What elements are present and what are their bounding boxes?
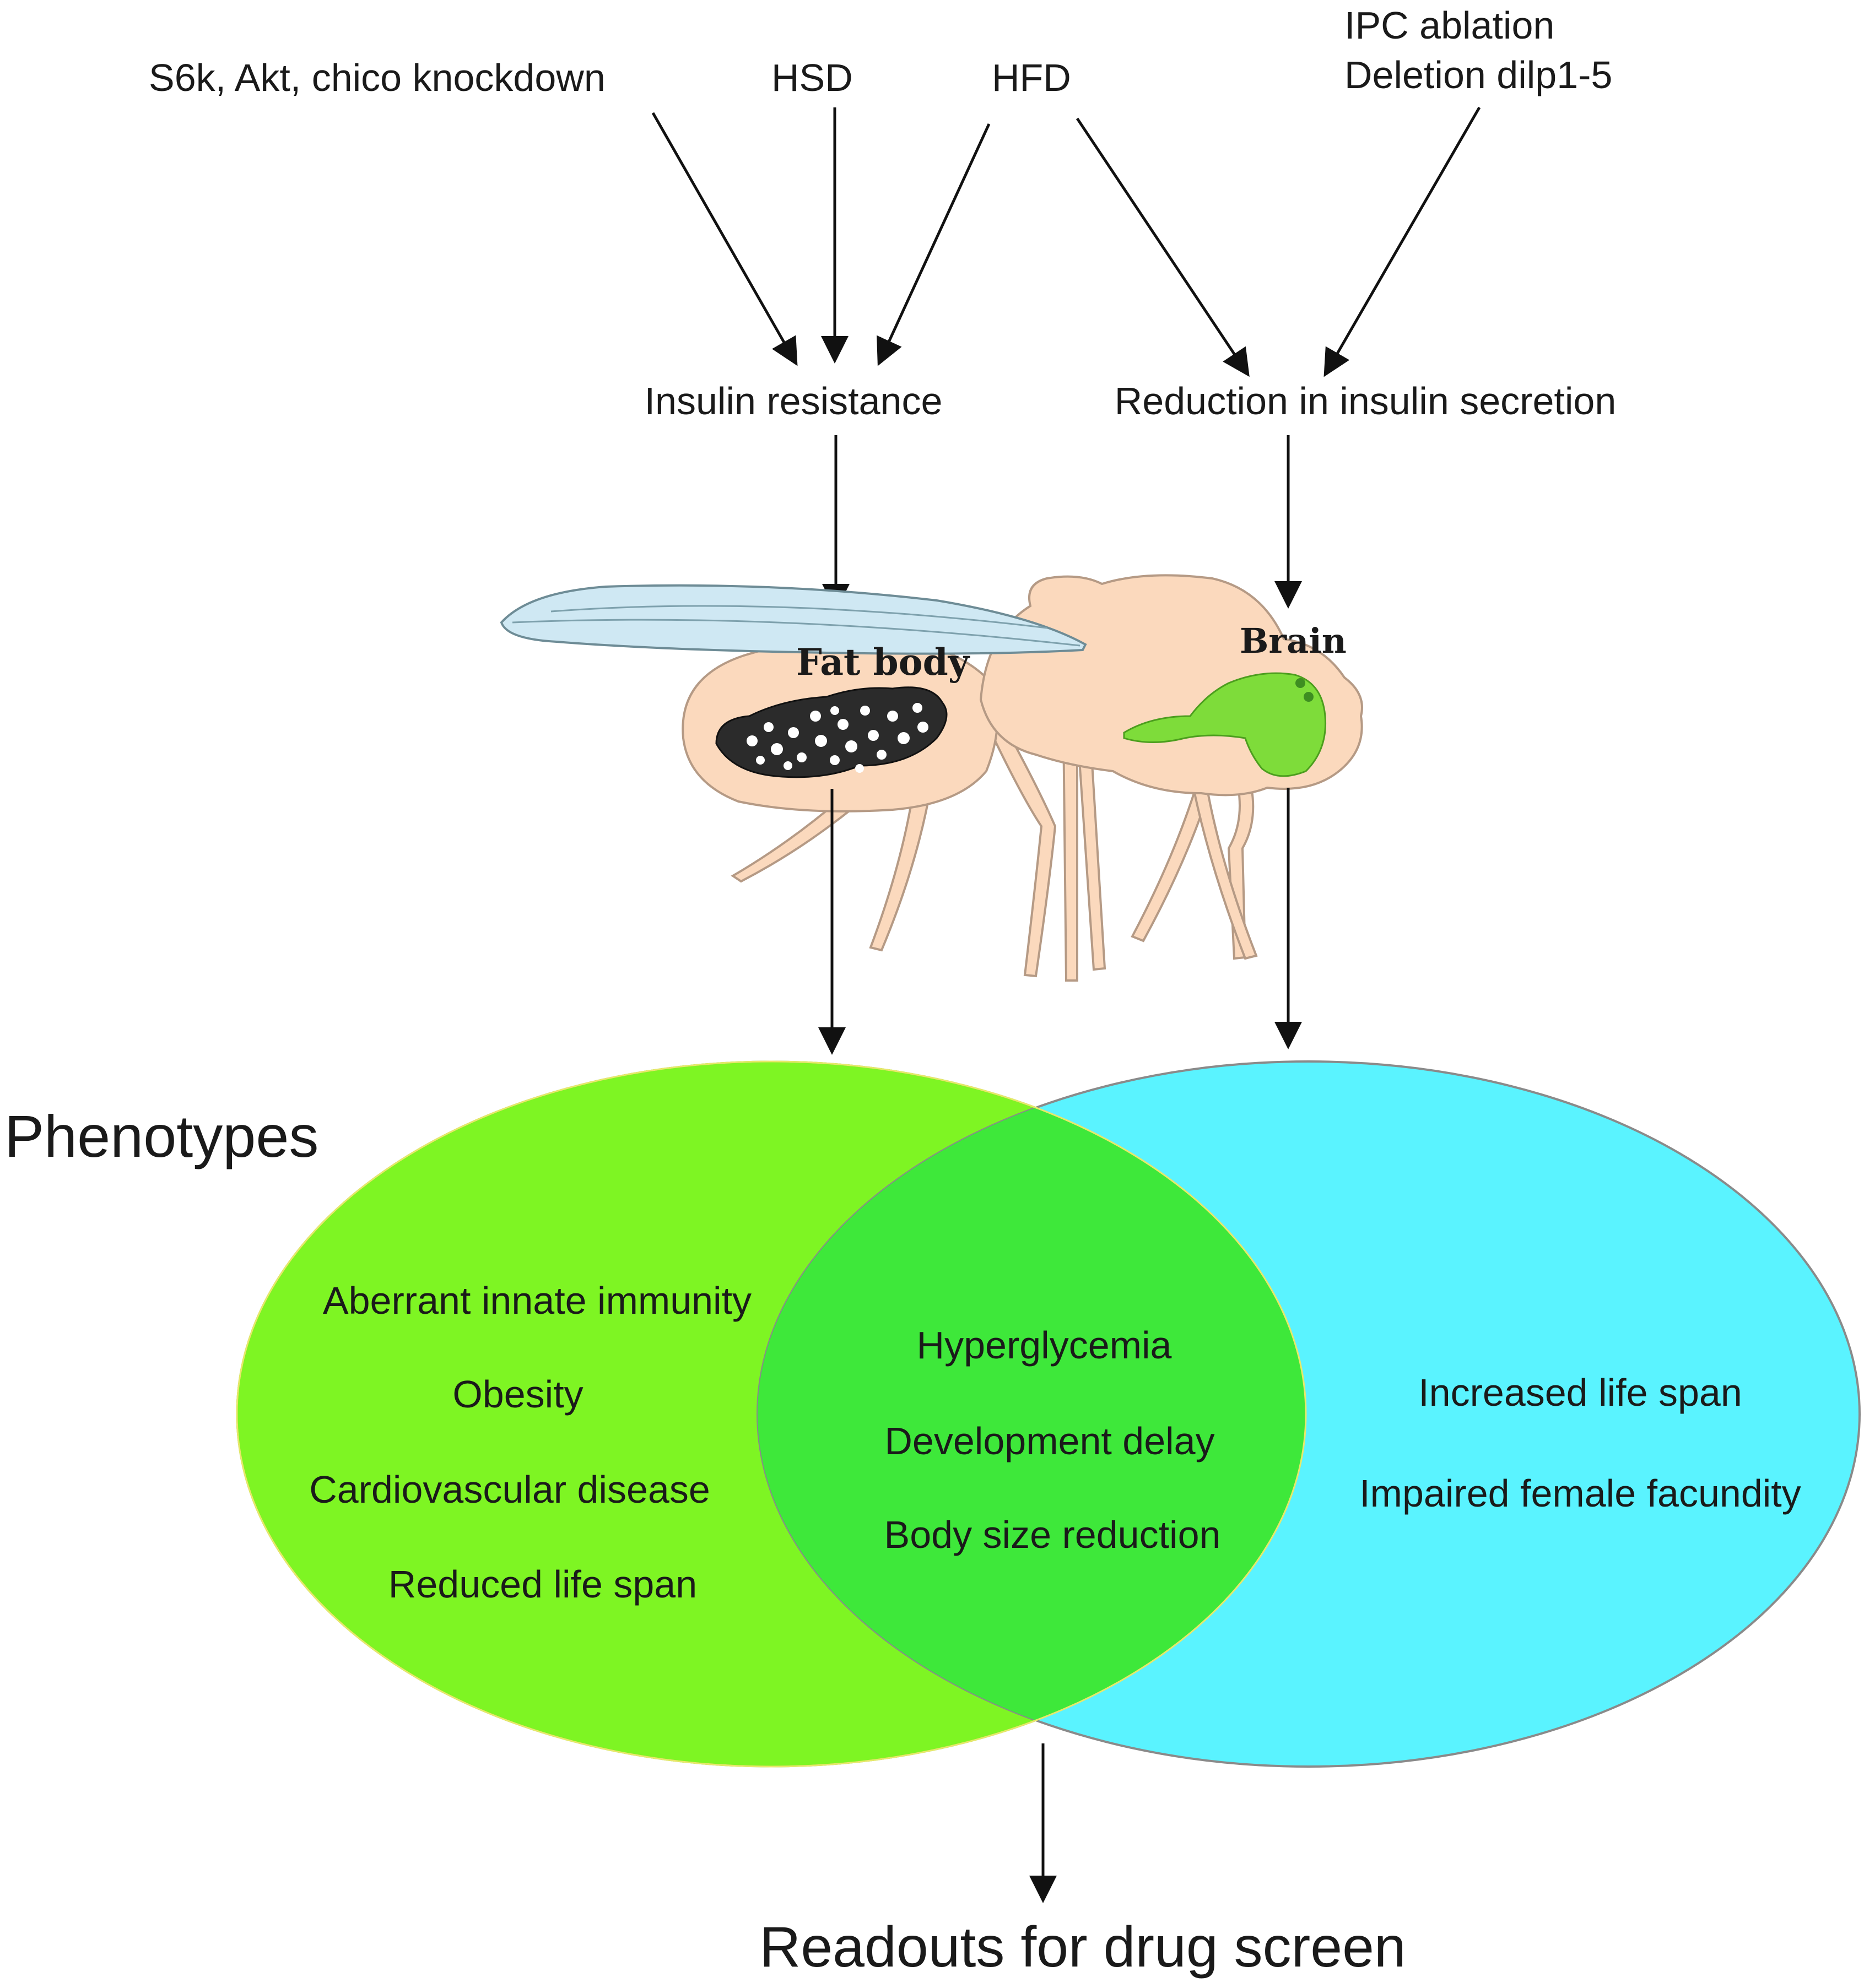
mechanism-insulin-resistance: Insulin resistance [645,380,943,422]
fat-body-droplets [747,703,928,773]
input-hsd: HSD [771,56,853,99]
fly-wing-vein-2 [550,605,1047,629]
input-genetic-knockdown: S6k, Akt, chico knockdown [149,56,606,99]
input-hfd: HFD [992,56,1071,99]
venn-left-outline [236,1060,1307,1768]
input-ipc-ablation: IPC ablation [1344,4,1554,47]
readouts-label: Readouts for drug screen [759,1915,1406,1979]
arrow-hfd-to-secretion [1076,117,1250,377]
fly-wing [500,584,1087,655]
fly-wing-vein [512,619,1080,647]
venn-diagram [236,1060,1861,1768]
mechanism-reduced-secretion: Reduction in insulin secretion [1115,380,1617,422]
overlap-item-hyperglycemia: Hyperglycemia [917,1324,1172,1367]
fat-body-label: Fat body [796,641,970,684]
ipc-cell [1295,678,1305,688]
left-item-cardiovascular: Cardiovascular disease [309,1468,710,1511]
overlap-item-body-size: Body size reduction [884,1513,1221,1556]
input-dilp-deletion: Deletion dilp1-5 [1344,53,1612,96]
left-item-reduced-lifespan: Reduced life span [388,1563,697,1606]
left-item-innate-immunity: Aberrant innate immunity [323,1279,752,1322]
venn-overlap [758,1061,1306,1767]
venn-title: Phenotypes [4,1103,318,1169]
ipc-cell [1304,692,1314,702]
brain-label: Brain [1240,621,1347,661]
arrow-genetic-to-resistance [651,112,798,366]
brain-organ [1123,672,1327,777]
overlap-item-development-delay: Development delay [884,1420,1214,1462]
arrow-ipc-to-secretion [1323,106,1481,377]
fly-legs [731,706,1258,982]
fat-body-organ [715,686,948,778]
right-item-female-fecundity: Impaired female facundity [1359,1472,1801,1515]
fly-illustration: Fat body Brain [500,574,1363,982]
right-item-increased-lifespan: Increased life span [1418,1371,1742,1414]
left-item-obesity: Obesity [452,1373,583,1416]
arrow-hfd-to-resistance [877,123,991,366]
